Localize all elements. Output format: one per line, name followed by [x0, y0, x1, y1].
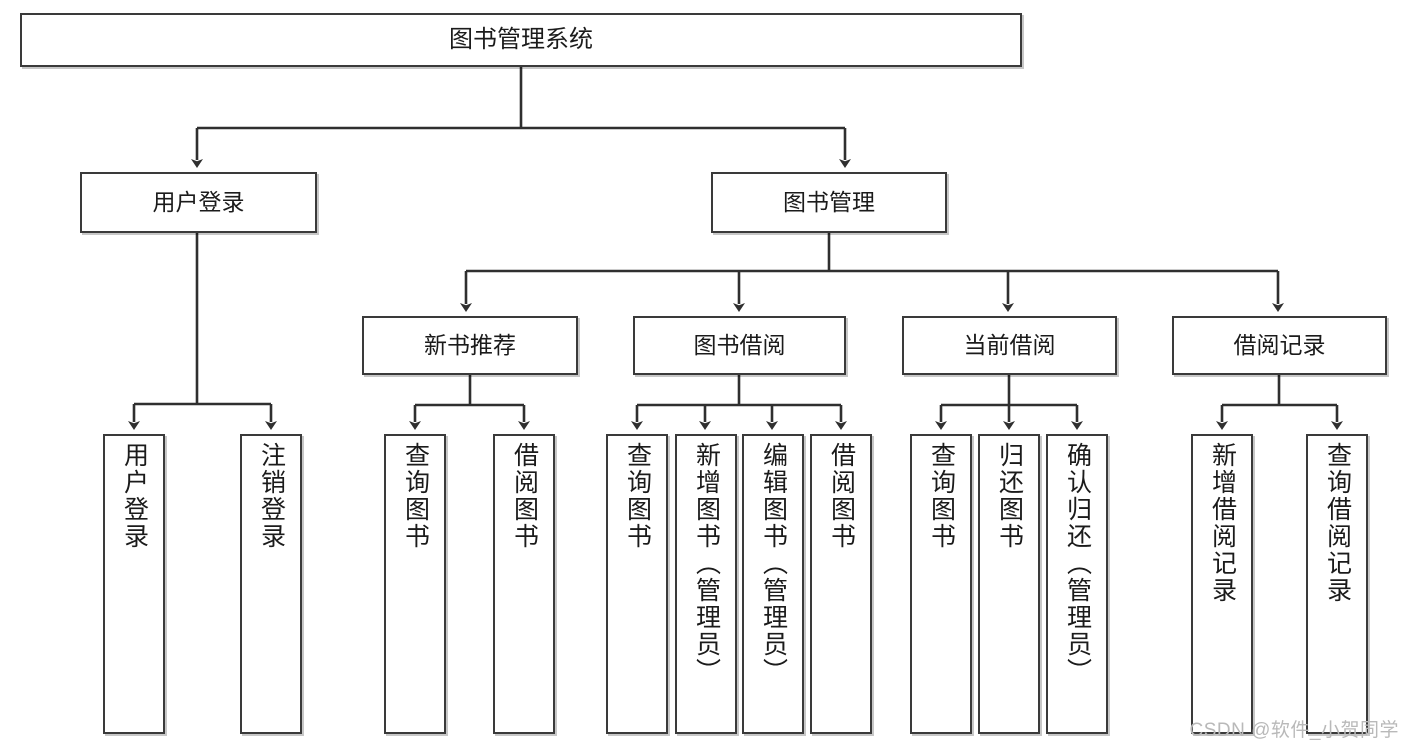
leaf-search-borrow-record[interactable]: 查询借阅记录 — [1306, 434, 1368, 734]
leaf-search-book-recommend[interactable]: 查询图书 — [384, 434, 446, 734]
node-user-login-label: 用户登录 — [152, 189, 245, 216]
leaf-logout[interactable]: 注销登录 — [240, 434, 302, 734]
leaf-add-book-admin-label: 新增图书（管理员） — [692, 442, 721, 685]
leaf-add-borrow-record-label: 新增借阅记录 — [1208, 442, 1237, 604]
leaf-borrow-book-recommend-label: 借阅图书 — [510, 442, 539, 550]
leaf-return-book[interactable]: 归还图书 — [978, 434, 1040, 734]
node-new-book-recommend-label: 新书推荐 — [424, 332, 516, 359]
leaf-user-login-label: 用户登录 — [120, 442, 149, 550]
node-current-borrow-label: 当前借阅 — [963, 332, 1056, 359]
leaf-return-book-label: 归还图书 — [995, 442, 1024, 550]
leaf-user-login[interactable]: 用户登录 — [103, 434, 165, 734]
node-borrow-records[interactable]: 借阅记录 — [1172, 316, 1387, 375]
node-book-borrow-label: 图书借阅 — [693, 332, 786, 359]
csdn-watermark: CSDN @软件_小贺同学 — [1189, 720, 1399, 741]
leaf-confirm-return-admin-label: 确认归还（管理员） — [1063, 442, 1092, 685]
node-new-book-recommend[interactable]: 新书推荐 — [362, 316, 578, 375]
leaf-logout-label: 注销登录 — [257, 442, 286, 550]
node-book-management-label: 图书管理 — [783, 189, 875, 216]
node-book-management[interactable]: 图书管理 — [711, 172, 947, 233]
node-user-login[interactable]: 用户登录 — [80, 172, 317, 233]
leaf-search-borrow-record-label: 查询借阅记录 — [1323, 442, 1352, 604]
leaf-search-book-current[interactable]: 查询图书 — [910, 434, 972, 734]
node-borrow-records-label: 借阅记录 — [1233, 332, 1326, 359]
node-book-borrow[interactable]: 图书借阅 — [633, 316, 846, 375]
leaf-search-book-recommend-label: 查询图书 — [401, 442, 430, 550]
leaf-search-book-borrow[interactable]: 查询图书 — [606, 434, 668, 734]
leaf-edit-book-admin-label: 编辑图书（管理员） — [759, 442, 788, 685]
node-root[interactable]: 图书管理系统 — [20, 13, 1022, 67]
leaf-search-book-borrow-label: 查询图书 — [623, 442, 652, 550]
leaf-search-book-current-label: 查询图书 — [927, 442, 956, 550]
leaf-borrow-book-label: 借阅图书 — [827, 442, 856, 550]
leaf-add-borrow-record[interactable]: 新增借阅记录 — [1191, 434, 1253, 734]
leaf-borrow-book[interactable]: 借阅图书 — [810, 434, 872, 734]
node-root-label: 图书管理系统 — [449, 26, 593, 53]
leaf-borrow-book-recommend[interactable]: 借阅图书 — [493, 434, 555, 734]
leaf-edit-book-admin[interactable]: 编辑图书（管理员） — [742, 434, 804, 734]
leaf-confirm-return-admin[interactable]: 确认归还（管理员） — [1046, 434, 1108, 734]
node-current-borrow[interactable]: 当前借阅 — [902, 316, 1117, 375]
leaf-add-book-admin[interactable]: 新增图书（管理员） — [675, 434, 737, 734]
